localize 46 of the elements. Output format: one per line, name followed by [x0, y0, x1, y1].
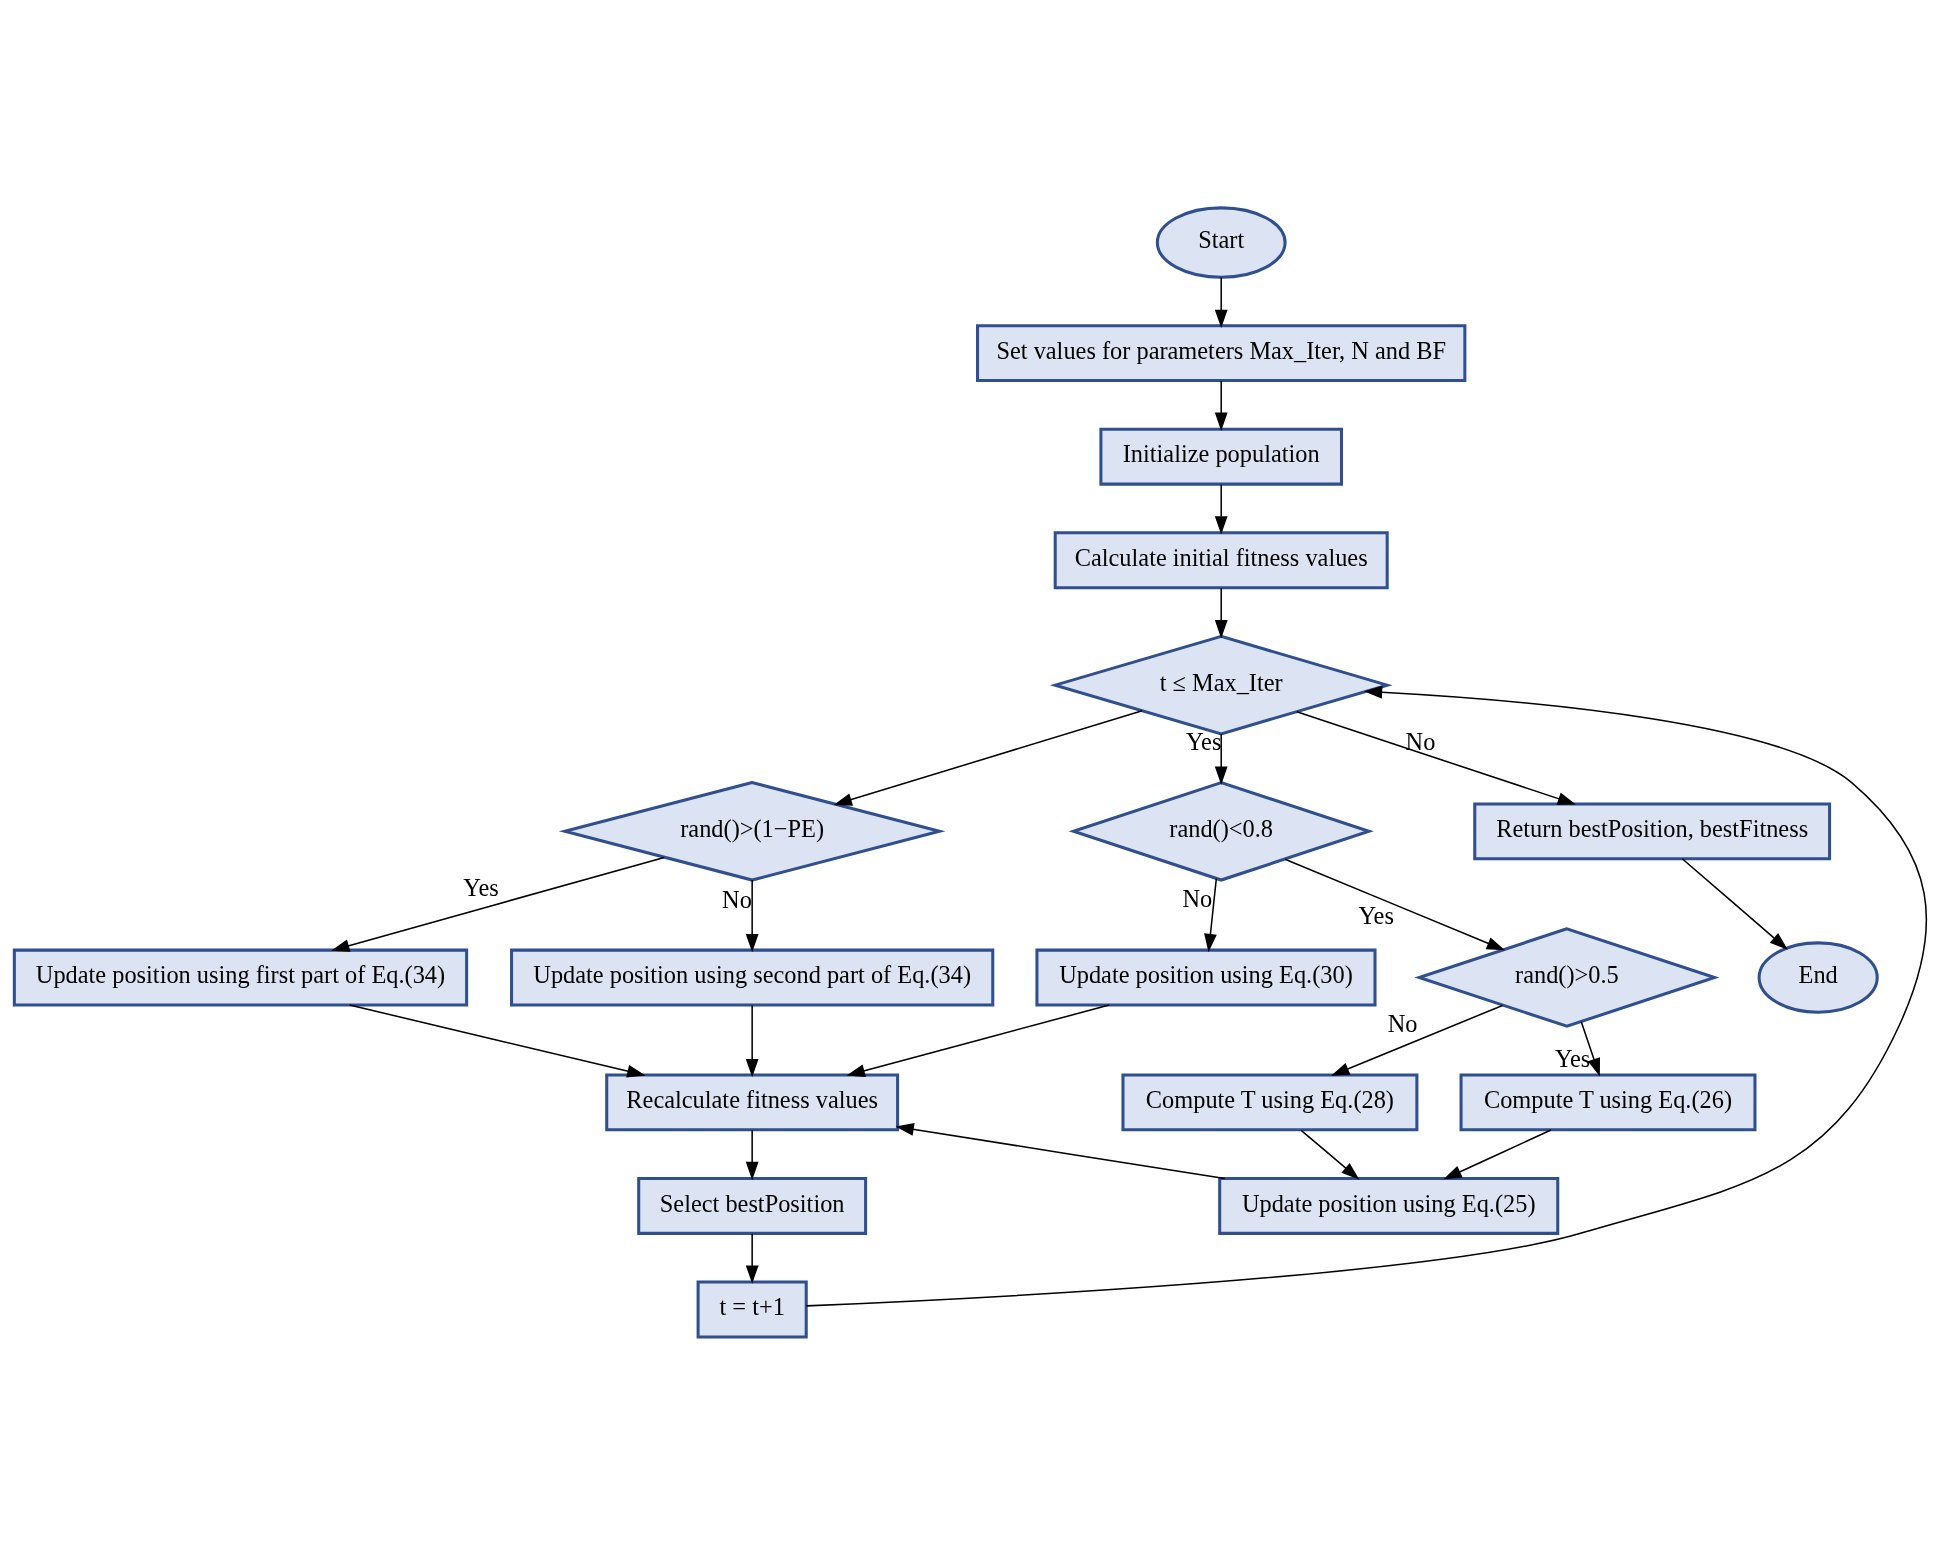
- arrow: [1214, 483, 1228, 534]
- node-box: Set values for parameters Max_Iter, N and BF: [976, 323, 1467, 382]
- node-diamond: rand()<0.8: [1068, 780, 1374, 882]
- arrow: [1580, 1020, 1601, 1077]
- arrow: [1214, 379, 1228, 431]
- node-ellipse: End: [1757, 940, 1879, 1014]
- arrow: [331, 856, 665, 952]
- node-box: Initialize population: [1099, 427, 1344, 486]
- arrow: [1300, 1129, 1360, 1180]
- edge-label: Yes: [463, 873, 499, 901]
- arrow: [745, 1004, 759, 1077]
- node-box: Update position using first part of Eq.(34): [12, 948, 469, 1006]
- node-box: Recalculate fitness values: [605, 1072, 900, 1131]
- arrow: [745, 1232, 759, 1284]
- node-box: Select bestPosition: [637, 1176, 868, 1235]
- node-diamond: rand()>(1−PE): [558, 780, 946, 882]
- node-box: Update position using Eq.(30): [1035, 948, 1377, 1006]
- node-box: Update position using Eq.(25): [1218, 1176, 1560, 1235]
- edge-label: No: [1182, 884, 1213, 911]
- arrow: [1443, 1128, 1552, 1179]
- node-box: Update position using second part of Eq.(34): [510, 948, 995, 1006]
- node-box: Compute T using Eq.(26): [1459, 1072, 1757, 1131]
- arrow: [1204, 877, 1218, 952]
- edge-label: No: [722, 885, 752, 913]
- node-box: t = t+1: [696, 1280, 808, 1338]
- node-ellipse: Start: [1155, 205, 1287, 279]
- arrow: [1214, 732, 1228, 785]
- arrow: [895, 1122, 1226, 1179]
- arrow: [1681, 857, 1788, 950]
- node-box: Calculate initial fitness values: [1053, 530, 1389, 589]
- arrow: [1331, 1004, 1504, 1076]
- arrow: [805, 685, 1928, 1307]
- arrow: [833, 709, 1143, 806]
- arrow: [745, 878, 759, 952]
- edge-label: Yes: [1554, 1044, 1591, 1072]
- arrow: [1214, 586, 1228, 638]
- arrow: [1214, 276, 1228, 328]
- arrow: [846, 1003, 1110, 1077]
- arrow: [1284, 858, 1505, 950]
- edge-label: Yes: [1358, 901, 1394, 929]
- edge-label: No: [1405, 727, 1436, 755]
- arrow: [348, 1003, 646, 1077]
- node-box: Return bestPosition, bestFitness: [1473, 801, 1832, 860]
- node-box: Compute T using Eq.(28): [1121, 1072, 1419, 1131]
- arrow: [745, 1129, 759, 1180]
- arrow: [1296, 710, 1576, 805]
